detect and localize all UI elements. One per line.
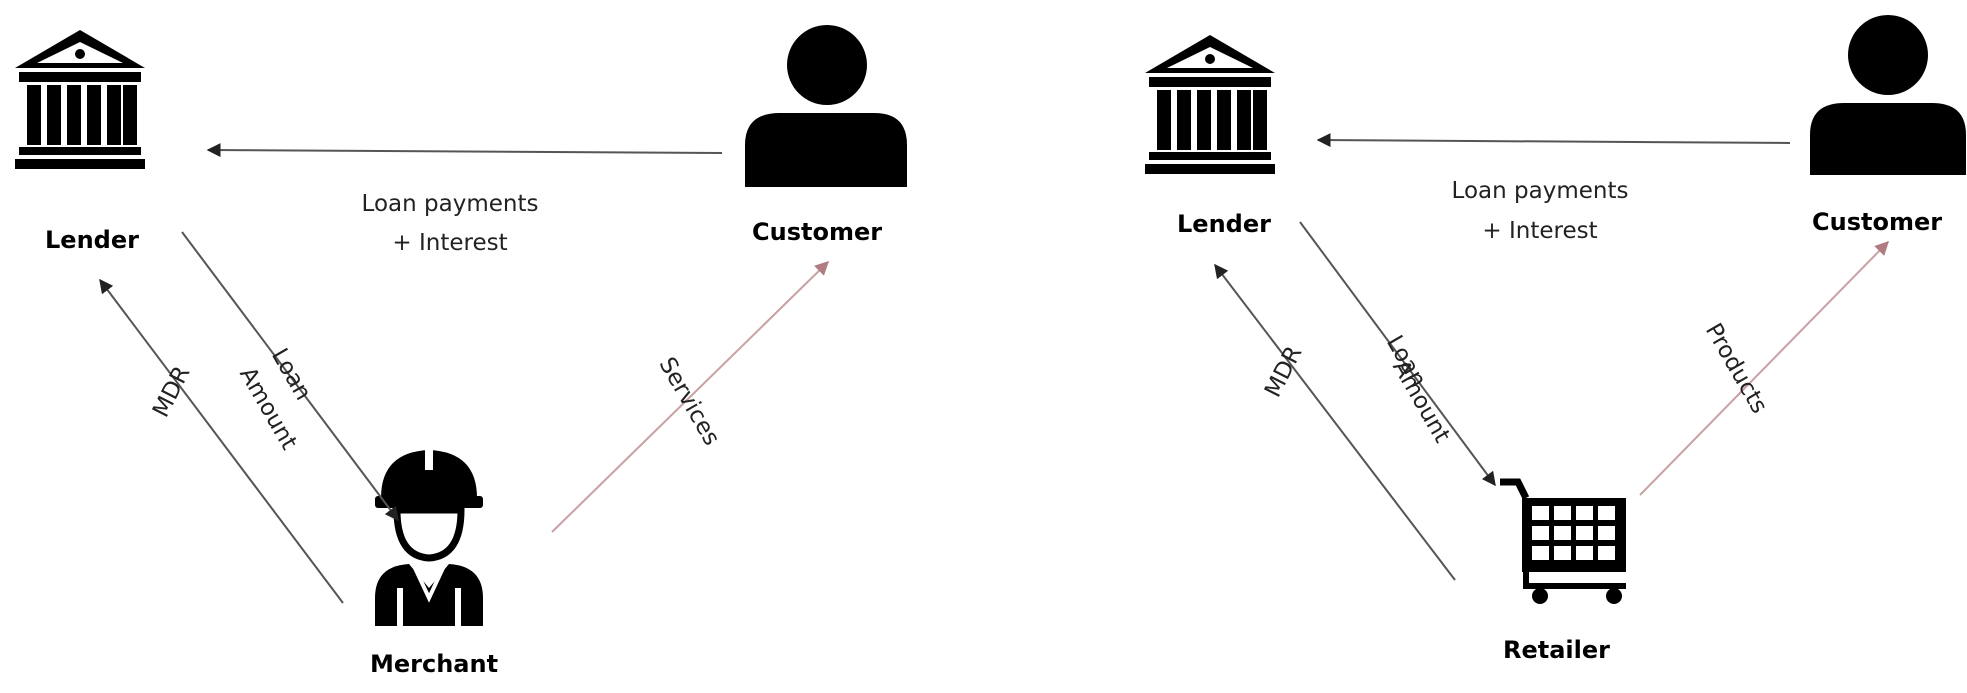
payment-label-line1: Loan payments [1452,178,1629,204]
person-icon [745,25,907,187]
products-label: Products [1700,319,1772,418]
payment-label-line2: + Interest [1482,218,1597,244]
mdr-label: MDR [148,362,195,422]
shopping-cart-icon [1500,478,1626,604]
person-icon [1810,15,1966,175]
lender-label: Lender [45,226,139,254]
mdr-label: MDR [1260,342,1307,402]
products-arrow [1639,241,1889,496]
payment-arrow [206,143,723,158]
lender-label: Lender [1177,210,1271,238]
mdr-arrow [99,278,344,604]
mdr-arrow [1214,263,1456,581]
diagram-merchant: Lender Customer Merchant Loan payments +… [15,25,907,678]
bank-icon [1145,35,1275,174]
payment-label-line1: Loan payments [362,191,539,217]
bank-icon [15,30,145,169]
loan-amount-arrow [1299,221,1496,487]
services-label: Services [654,353,725,450]
retailer-label: Retailer [1503,636,1610,664]
customer-label: Customer [752,218,882,246]
merchant-label: Merchant [370,650,498,678]
loan-amount-arrow [181,231,399,522]
services-arrow [551,261,830,533]
diagram-retailer: Lender Customer Retailer [1145,15,1966,664]
payment-label-line2: + Interest [392,230,507,256]
worker-icon [375,448,483,626]
customer-label: Customer [1812,208,1942,236]
payment-arrow [1316,133,1791,148]
